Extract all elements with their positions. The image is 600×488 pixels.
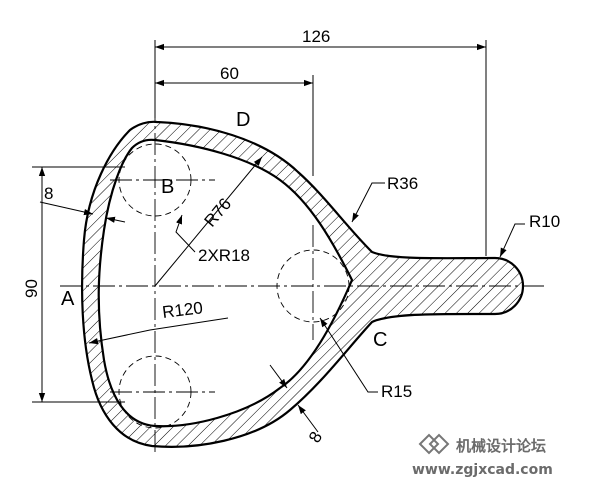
- point-label-b: B: [161, 176, 174, 198]
- dim-overall-width: 126: [302, 27, 330, 46]
- dim-r15: R15: [381, 382, 412, 401]
- point-label-c: C: [373, 329, 387, 351]
- watermark-url: www.zgjxcad.com: [412, 462, 553, 478]
- leader-r10: [499, 223, 525, 258]
- dimension-line-wall-left-2: [105, 216, 126, 223]
- point-label-a: A: [61, 288, 75, 310]
- dimension-line-wall-left: [39, 201, 94, 216]
- leader-r36: [351, 182, 385, 223]
- inner-contour: [97, 138, 354, 428]
- dim-partial-width: 60: [220, 64, 239, 83]
- dim-height: 90: [22, 279, 41, 298]
- dim-r120: R120: [161, 298, 204, 322]
- watermark: 机械设计论坛 www.zgjxcad.com: [412, 433, 553, 478]
- dimension-line-wall-bottom: [269, 364, 288, 389]
- dim-wall-left: 8: [44, 184, 53, 203]
- leader-r15: [319, 317, 378, 393]
- outer-contour: [80, 120, 525, 448]
- dim-2xr18: 2XR18: [198, 246, 250, 265]
- dimension-line-wall-bottom-2: [297, 404, 319, 433]
- dim-r36: R36: [387, 174, 418, 193]
- dim-r10: R10: [529, 212, 560, 231]
- dim-wall-bottom: 8: [305, 428, 326, 446]
- hole-circle-top: [118, 143, 192, 217]
- hole-circle-mid: [276, 249, 350, 323]
- hole-circle-bottom: [118, 355, 192, 429]
- leader-2xr18: [175, 214, 196, 253]
- leader-r120: [88, 317, 229, 345]
- leader-r76: [154, 156, 263, 287]
- hatched-section: [82, 121, 523, 447]
- watermark-title: 机械设计论坛: [456, 437, 546, 455]
- point-label-d: D: [236, 109, 250, 131]
- watermark-logo-icon: [418, 433, 450, 455]
